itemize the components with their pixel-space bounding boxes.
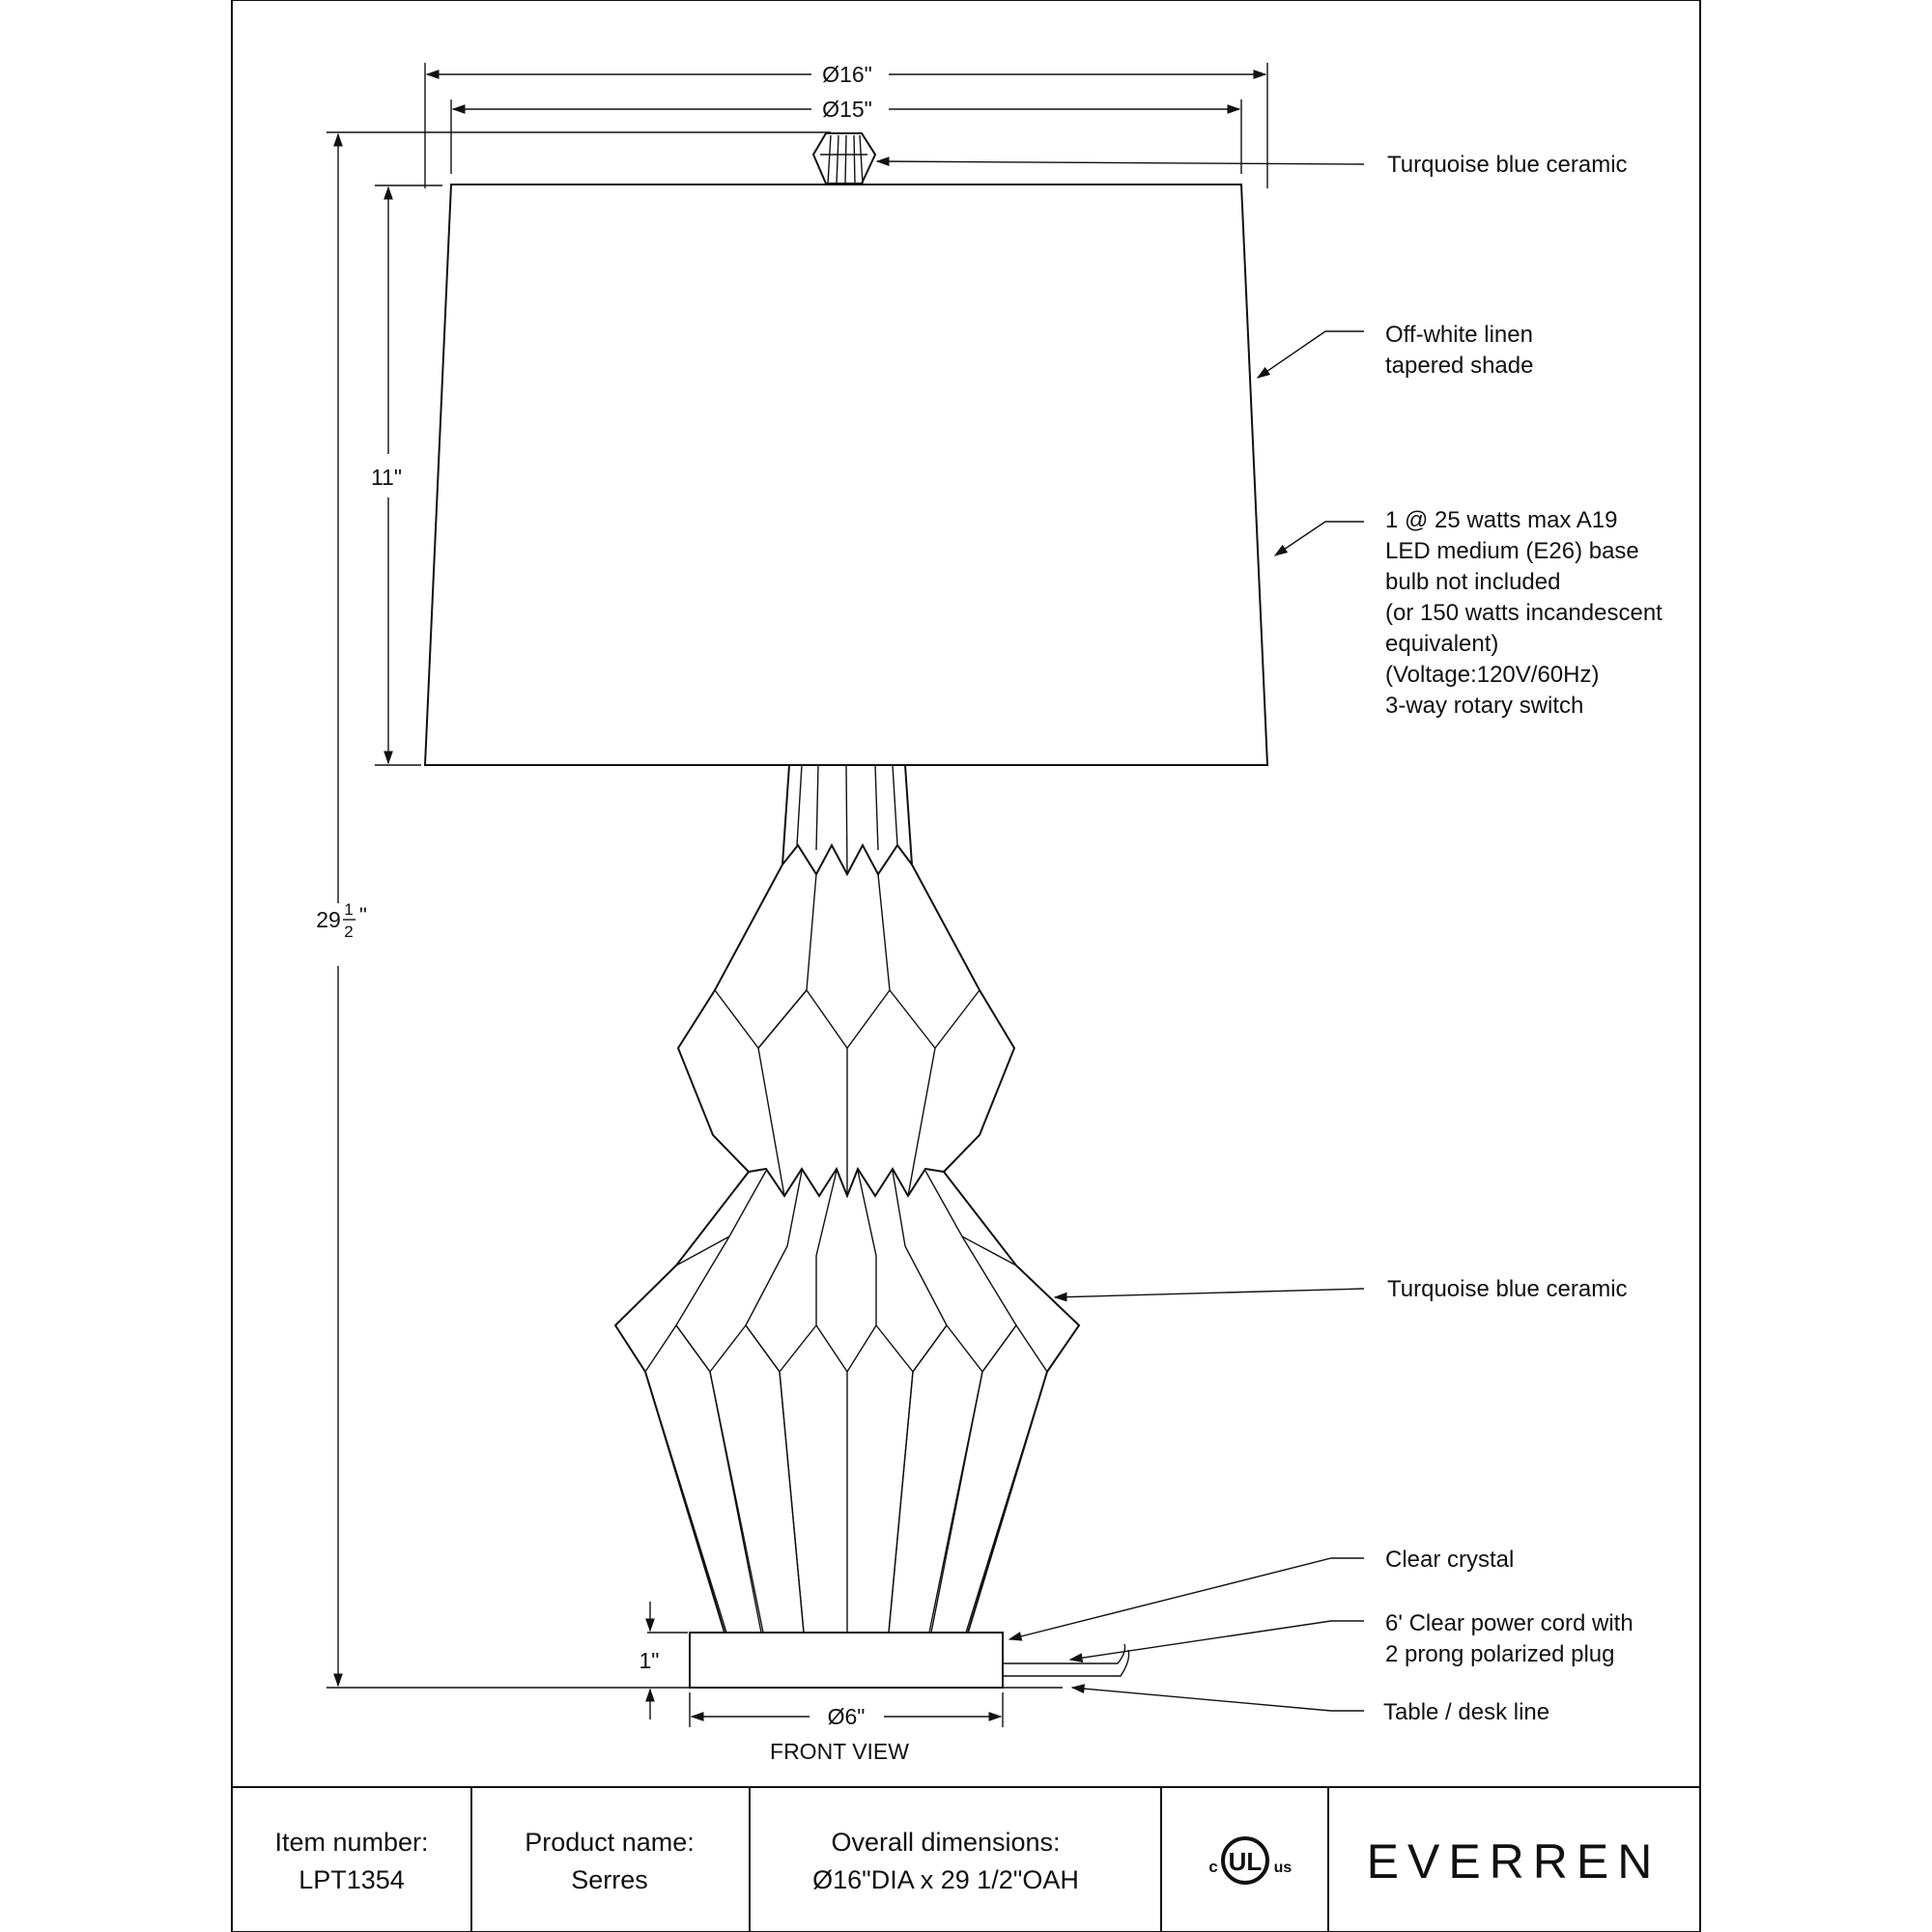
- lamp-neck: [781, 764, 913, 875]
- dim-top-inner: Ø15": [822, 97, 872, 122]
- base-diameter-dimension: Ø6": [689, 1692, 1004, 1729]
- callout-body: Turquoise blue ceramic: [1387, 1276, 1628, 1302]
- dim-base-height: 1": [639, 1648, 660, 1673]
- shade-height-dimension: 11": [371, 185, 442, 766]
- callout-finial: Turquoise blue ceramic: [1387, 152, 1628, 178]
- overall-dimensions-value: Ø16"DIA x 29 1/2"OAH: [812, 1865, 1079, 1894]
- callout-base: Clear crystal: [1385, 1547, 1514, 1573]
- product-name-value: Serres: [571, 1865, 648, 1894]
- svg-text:us: us: [1274, 1860, 1293, 1876]
- view-label: FRONT VIEW: [770, 1739, 909, 1764]
- item-number-label: Item number:: [274, 1828, 428, 1857]
- svg-text:29: 29: [316, 907, 341, 932]
- dim-top-outer: Ø16": [822, 62, 872, 87]
- leader-lines: [875, 156, 1365, 1712]
- top-diameter-dimensions: Ø16" Ø15": [424, 62, 1268, 188]
- callout-bulb: 1 @ 25 watts max A19 LED medium (E26) ba…: [1385, 507, 1669, 719]
- dim-shade-height: 11": [371, 465, 402, 490]
- svg-text:": ": [359, 903, 367, 927]
- finial-drawing: [811, 132, 877, 185]
- svg-text:UL: UL: [1229, 1847, 1263, 1876]
- lamp-body-upper: [676, 842, 1016, 1197]
- product-name-label: Product name:: [525, 1828, 695, 1857]
- callout-cord: 6' Clear power cord with 2 prong polariz…: [1385, 1610, 1639, 1667]
- svg-text:c: c: [1208, 1858, 1217, 1876]
- svg-text:2: 2: [344, 923, 353, 941]
- item-number-value: LPT1354: [298, 1865, 405, 1894]
- overall-dimensions-label: Overall dimensions:: [831, 1828, 1060, 1857]
- lamp-body-lower: [613, 1166, 1081, 1634]
- page-frame: [231, 0, 1701, 1932]
- brand-logo: EVERREN: [1367, 1834, 1662, 1889]
- lamp-base: [689, 1632, 1004, 1689]
- lamp-shade: [423, 184, 1269, 766]
- dim-base-diameter: Ø6": [828, 1704, 866, 1729]
- callout-shade: Off-white linen tapered shade: [1385, 322, 1540, 379]
- callout-table: Table / desk line: [1383, 1699, 1549, 1725]
- ul-certification-logo: UL c us: [1208, 1836, 1293, 1885]
- overall-height-dimension: 29 1 2 ": [316, 131, 1063, 1689]
- svg-text:1: 1: [344, 900, 353, 919]
- power-cord: [1003, 1643, 1130, 1677]
- base-height-dimension: 1": [639, 1602, 688, 1719]
